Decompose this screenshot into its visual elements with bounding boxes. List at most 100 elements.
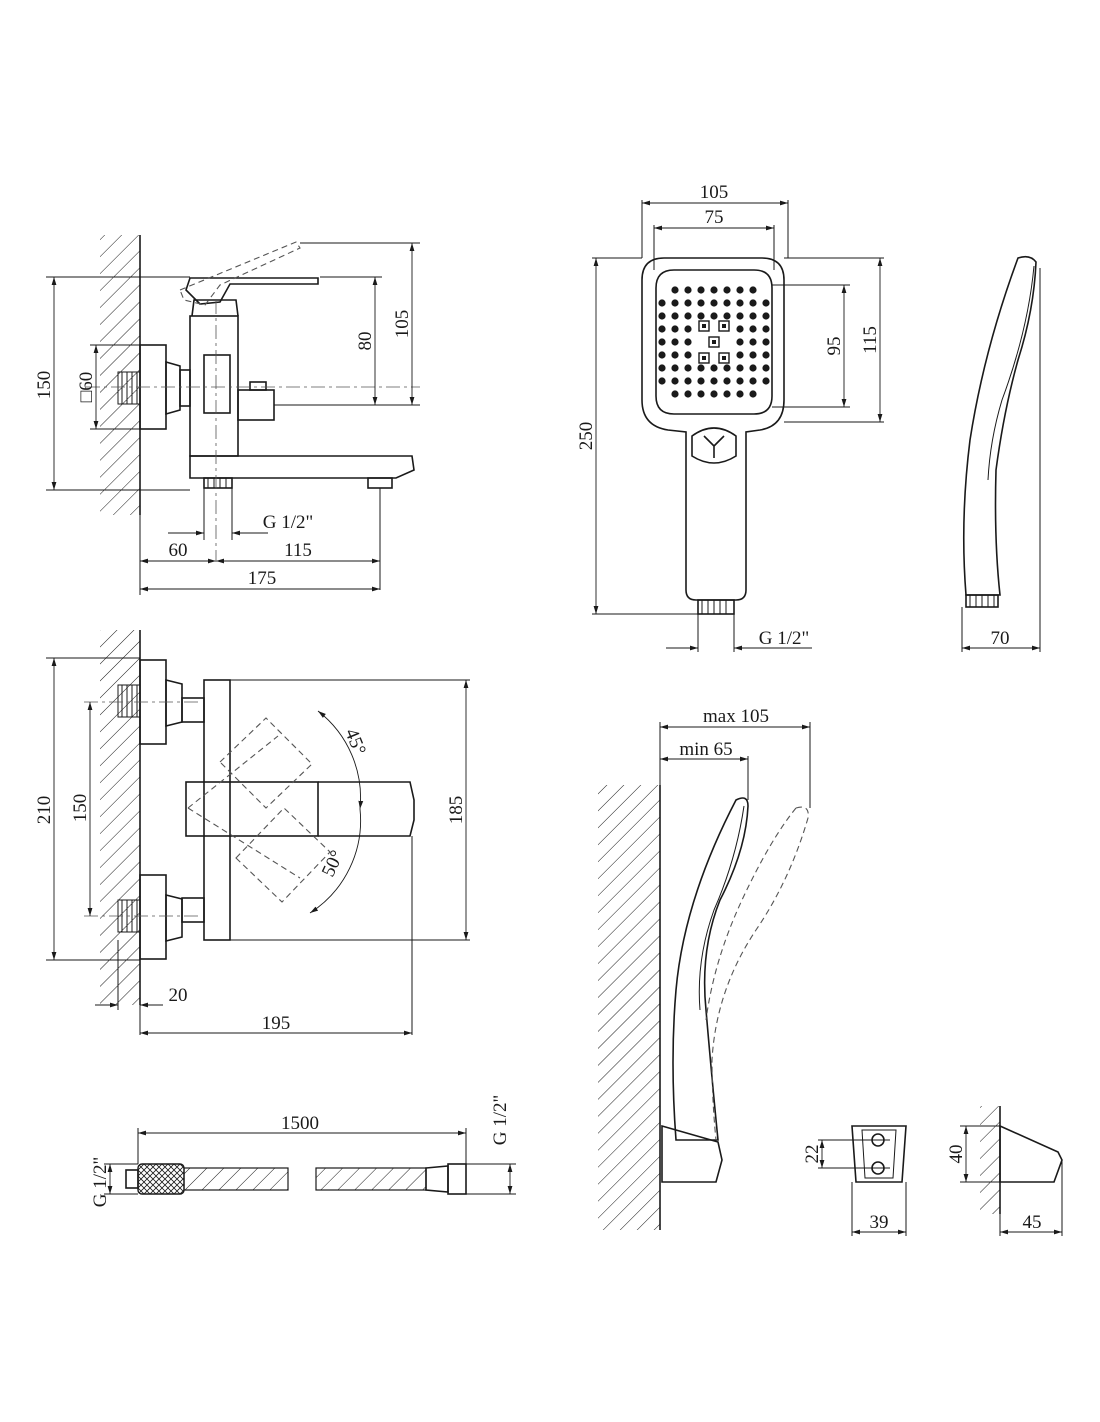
nozzle-dot [762,312,770,320]
square-nozzle-core [712,340,716,344]
dim-70-label: 70 [991,628,1010,649]
square-nozzle [698,320,710,332]
nozzle-dot [671,312,679,320]
dim-115-label: 115 [860,326,881,354]
dim-80-label: 80 [355,332,376,351]
nozzle-dot [658,338,666,346]
nozzle-dot [697,299,705,307]
nozzle-dot [762,377,770,385]
dim-115-label: 115 [284,540,312,561]
dim-105-label: 105 [700,182,729,203]
nozzle-dot [723,286,731,294]
dim-210-label: 210 [34,796,55,825]
nozzle-dot [697,364,705,372]
nozzle-dot [736,377,744,385]
dim-45-label: 45 [1023,1212,1042,1233]
shower-hose: 1500 G 1/2" G 1/2" [90,1095,516,1208]
nozzle-dot [710,390,718,398]
square-nozzle [718,320,730,332]
nozzle-dot [671,299,679,307]
nozzle-dot [658,325,666,333]
nozzle-dot [671,338,679,346]
nozzle-dot [658,312,666,320]
nozzle-dot [658,299,666,307]
faucet-top-view: 210 150 185 45° 50° 20 195 [34,630,470,1036]
bracket-side-view: 40 45 [946,1106,1063,1236]
nozzle-dot [684,312,692,320]
nozzle-dot [723,390,731,398]
nozzle-dot [671,390,679,398]
hose-length-label: 1500 [281,1113,319,1134]
nozzle-dot [671,377,679,385]
hose-thread-left-label: G 1/2" [90,1157,111,1208]
dim-150-label: 150 [70,794,91,823]
dim-150-label: 150 [34,371,55,400]
nozzle-dot [736,286,744,294]
dim-22-label: 22 [802,1145,823,1164]
threaded-stub [117,371,141,405]
nozzle-dot [723,364,731,372]
dim-75-label: 75 [705,207,724,228]
nozzle-dot [749,364,757,372]
max-105-label: max 105 [703,706,769,727]
nozzle-dot [671,364,679,372]
nozzle-dot [658,377,666,385]
dim-95-label: 95 [824,337,845,356]
dim-105-label: 105 [392,310,413,339]
dim-250-label: 250 [576,422,597,451]
square-nozzle-core [722,356,726,360]
nozzle-dot [749,299,757,307]
nozzle-dot [736,325,744,333]
nozzle-dot [762,364,770,372]
nozzle-dot [684,390,692,398]
dim-175-label: 175 [248,568,277,589]
dim-195-label: 195 [262,1013,291,1034]
nozzle-dot [762,325,770,333]
square-nozzle [708,336,720,348]
dim-40-label: 40 [946,1145,967,1164]
nozzle-dot [684,351,692,359]
nozzle-dot [684,338,692,346]
nozzle-dot [749,390,757,398]
nozzle-dot [762,351,770,359]
wall-hatch [980,1106,1001,1214]
nozzle-dot [749,325,757,333]
square-nozzle-core [702,356,706,360]
square-nozzle-core [702,324,706,328]
nozzle-dot [723,312,731,320]
nozzle-dot [723,299,731,307]
thread-label: G 1/2" [759,628,810,649]
dim-39-label: 39 [870,1212,889,1233]
nozzle-dot [736,312,744,320]
min-65-label: min 65 [679,739,732,760]
shower-head-front-view: 105 75 95 115 250 G 1/2" [576,182,884,652]
dim-20-label: 20 [169,985,188,1006]
nozzle-dot [697,377,705,385]
center-nozzles [698,320,730,364]
nozzle-dot [736,390,744,398]
nozzle-dot [762,338,770,346]
angle-45-label: 45° [340,726,369,759]
wall-hatch [598,785,661,1230]
dim-60-label: 60 [169,540,188,561]
shower-head-side-view: 70 [961,255,1041,652]
nozzle-dot [762,299,770,307]
nozzle-dot [749,377,757,385]
nozzle-dot [684,299,692,307]
nozzle-dot [658,364,666,372]
faucet-side-view: 150 □60 80 105 G 1/2" 60 115 175 [34,235,420,595]
nozzle-dot [671,286,679,294]
angle-50-label: 50° [318,847,348,880]
nozzle-dot [736,299,744,307]
nozzle-dot [723,377,731,385]
wall-holder-assembly: max 105 min 65 [598,706,811,1230]
nozzle-dot [684,325,692,333]
nozzle-dot [684,377,692,385]
wall-hatch [100,630,141,1005]
square-nozzle [718,352,730,364]
nozzle-dot [697,286,705,294]
nozzle-dot [736,338,744,346]
nozzle-dot [736,364,744,372]
nozzle-dot [671,351,679,359]
